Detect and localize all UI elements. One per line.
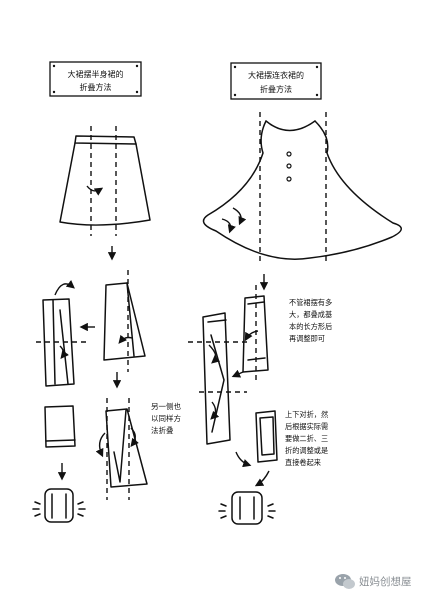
fold-arrow-icon bbox=[118, 334, 133, 344]
fold-arrow-icon bbox=[244, 330, 259, 342]
right-title-line1: 大裙摆连衣裙的 bbox=[248, 70, 304, 80]
left-title-line2: 折叠方法 bbox=[80, 82, 112, 92]
right-title-line2: 折叠方法 bbox=[260, 84, 292, 94]
left-arrow-icon bbox=[231, 369, 244, 378]
right-note1-line2: 大，都叠成基 bbox=[289, 310, 332, 319]
fold-arrow-icon bbox=[130, 427, 139, 447]
right-note1-line1: 不管裙摆有多 bbox=[289, 298, 332, 307]
fold-arrow-icon bbox=[86, 185, 104, 196]
fold-arrow-icon bbox=[221, 218, 236, 234]
curved-arrow-icon bbox=[254, 470, 270, 487]
dress-roll-result bbox=[218, 491, 276, 525]
right-note2-line5: 直接卷起来 bbox=[285, 458, 321, 467]
dress-folded-rect bbox=[255, 410, 278, 463]
right-note2-line1: 上下对折，然 bbox=[285, 410, 328, 419]
fold-arrow-icon bbox=[95, 432, 106, 458]
right-note2-line2: 后根据实际需 bbox=[285, 422, 328, 431]
right-note1-line3: 本的长方形后 bbox=[289, 322, 332, 331]
left-title-line1: 大裙摆半身裙的 bbox=[68, 69, 124, 79]
skirt-fold-step3 bbox=[36, 280, 86, 387]
right-note1-line4: 再调整即可 bbox=[289, 334, 325, 343]
watermark-text: 妞妈创想屋 bbox=[359, 575, 412, 588]
skirt-fold-step2 bbox=[103, 270, 146, 372]
left-note-line1: 另一侧也 bbox=[151, 401, 181, 411]
dress-fold-step3 bbox=[188, 312, 247, 445]
fold-arrow-icon bbox=[232, 207, 247, 226]
skirt-fold-step4 bbox=[95, 398, 148, 500]
left-note-line2: 以同样方 bbox=[151, 413, 181, 423]
wechat-icon bbox=[335, 574, 355, 589]
fold-arrow-icon bbox=[210, 401, 220, 420]
fold-arrow-icon bbox=[54, 280, 75, 296]
right-note2-line3: 要做二折、三 bbox=[285, 434, 328, 443]
fold-arrow-icon bbox=[208, 344, 221, 364]
right-note2-line4: 折的调整或是 bbox=[285, 446, 328, 455]
curved-arrow-icon bbox=[235, 451, 252, 468]
fold-arrow-icon bbox=[59, 345, 69, 359]
right-title-box: 大裙摆连衣裙的 折叠方法 bbox=[230, 62, 322, 100]
skirt-roll-result bbox=[32, 488, 86, 523]
dress-flat bbox=[202, 112, 402, 263]
left-title-box: 大裙摆半身裙的 折叠方法 bbox=[49, 61, 142, 97]
left-note-line3: 法折叠 bbox=[151, 425, 174, 435]
skirt-flat bbox=[59, 126, 151, 236]
watermark: 妞妈创想屋 bbox=[328, 568, 432, 592]
dress-fold-step2 bbox=[242, 285, 269, 382]
skirt-folded-rect bbox=[44, 405, 76, 448]
